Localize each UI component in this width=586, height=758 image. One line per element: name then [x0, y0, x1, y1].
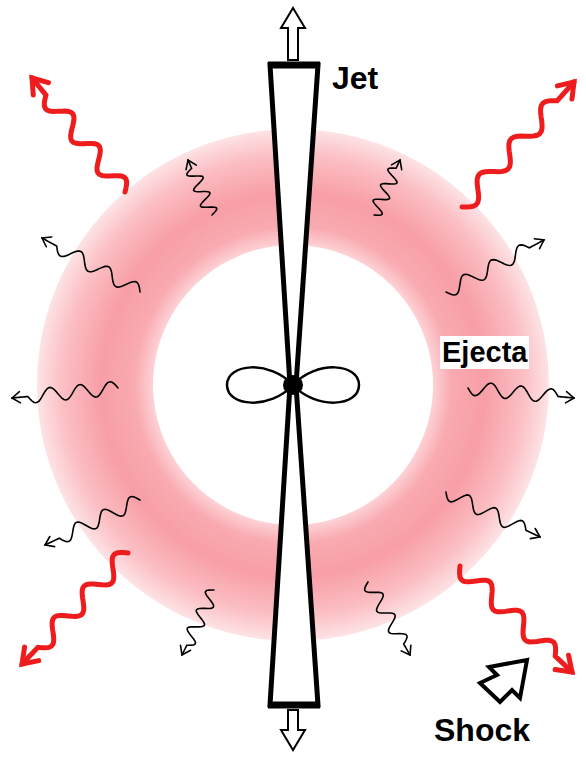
photon-arrow-head: [534, 239, 544, 249]
photon-arrow: [182, 590, 214, 655]
shock-photon-arrow: [460, 566, 572, 672]
torus: [227, 367, 359, 402]
jet-cap: [268, 62, 320, 69]
photon-arrow: [42, 238, 140, 292]
shock-photon-arrow-head: [32, 78, 48, 95]
part-label: Shock: [432, 712, 532, 749]
shock-photon-arrow-head: [557, 82, 574, 99]
photon-arrow: [365, 582, 410, 655]
jet-cone: [270, 385, 318, 705]
photon-arrow-head: [181, 645, 191, 655]
photon-arrow: [45, 497, 140, 545]
jet-cap: [268, 702, 320, 709]
photon-arrow-head: [566, 392, 574, 403]
photon-arrow-head: [401, 645, 411, 655]
shock-photon-arrow: [32, 78, 127, 192]
jet-arrow: [281, 710, 305, 750]
shock-arrow: [480, 660, 527, 702]
jet-cone: [270, 65, 318, 385]
shock-photon-arrow: [22, 553, 128, 664]
part-label: Ejecta: [440, 336, 529, 369]
photon-arrow: [468, 383, 574, 401]
photon-arrow: [373, 160, 400, 215]
jet-arrow: [281, 8, 305, 60]
photon-arrow: [446, 240, 544, 295]
shock-photon-arrow: [462, 82, 574, 207]
photon-arrow: [446, 492, 540, 537]
photon-arrow: [187, 160, 217, 215]
photon-arrow-head: [42, 237, 52, 247]
black-hole: [283, 375, 303, 395]
photon-arrow: [12, 382, 118, 403]
photon-arrow-head: [392, 160, 402, 170]
part-label: Jet: [330, 60, 380, 97]
photon-arrow-head: [530, 528, 540, 538]
shock-photon-arrow-head: [555, 655, 572, 672]
photon-arrow-head: [45, 537, 55, 547]
photon-arrow-head: [186, 160, 196, 170]
photon-arrow-head: [12, 392, 20, 403]
shock-photon-arrow-head: [22, 647, 39, 664]
